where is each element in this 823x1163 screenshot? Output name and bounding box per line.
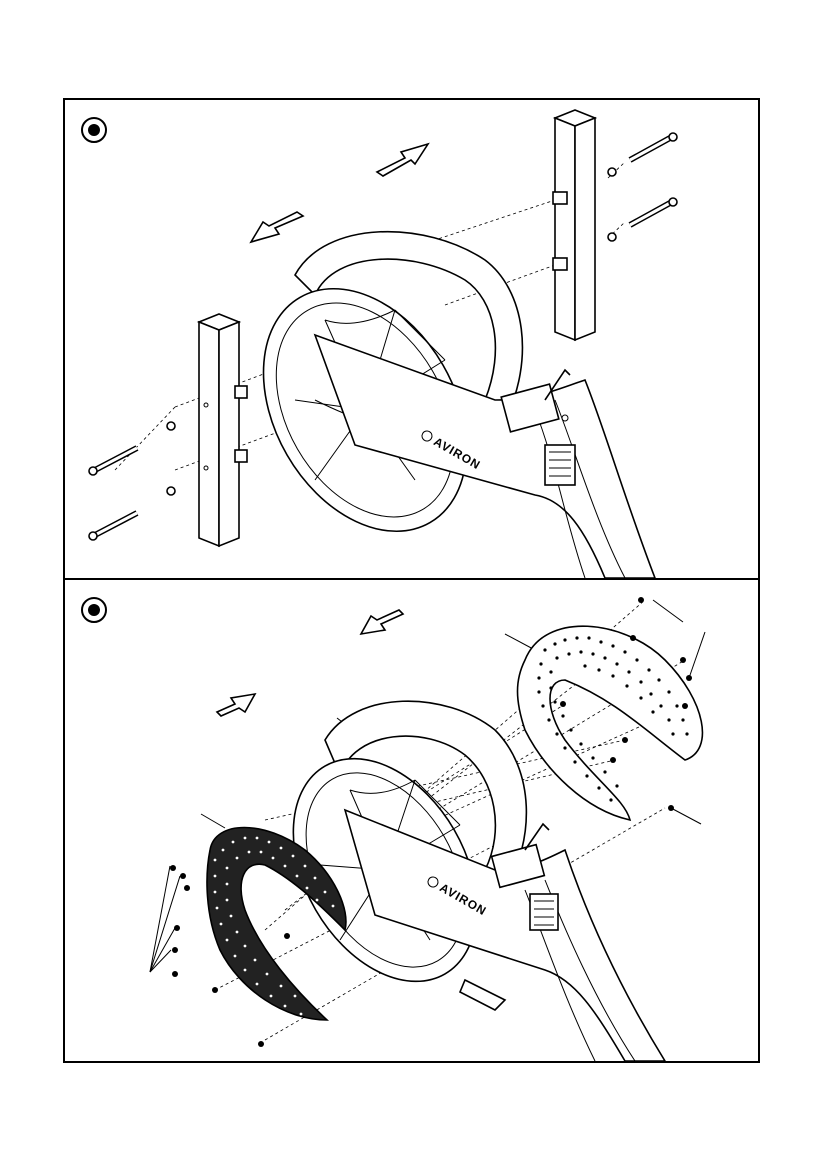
screw-icon — [258, 1041, 264, 1047]
screw-icon — [668, 805, 674, 811]
screw-icon — [172, 947, 178, 953]
assembly-step-panel-bottom: AVIRON — [65, 580, 758, 1061]
screw-icon — [284, 933, 290, 939]
assembly-step-panel-top: AVIRON — [65, 100, 758, 578]
direction-arrow-icon — [217, 694, 255, 716]
assembly-illustration-top: AVIRON — [65, 100, 758, 578]
screw-icon — [170, 865, 176, 871]
screw-icon — [610, 757, 616, 763]
screw-icon — [172, 971, 178, 977]
bolt-icon — [608, 133, 677, 176]
screw-icon — [682, 703, 688, 709]
front-support-post — [199, 314, 247, 546]
rear-support-post — [553, 110, 595, 340]
screw-icon — [212, 987, 218, 993]
bolt-icon — [89, 422, 175, 475]
screw-icon — [560, 701, 566, 707]
screw-icon — [680, 657, 686, 663]
bolt-icon — [608, 198, 677, 241]
screw-icon — [686, 675, 692, 681]
screw-icon — [622, 737, 628, 743]
direction-arrow-icon — [251, 212, 303, 242]
screw-icon — [630, 635, 636, 641]
screw-icon — [174, 925, 180, 931]
bolt-icon — [89, 487, 175, 540]
screw-icon — [180, 873, 186, 879]
footrest — [545, 445, 575, 485]
direction-arrow-icon — [361, 610, 403, 634]
assembly-illustration-bottom: AVIRON — [65, 580, 758, 1061]
direction-arrow-icon — [377, 144, 428, 176]
right-fan-cover — [518, 626, 703, 820]
screw-icon — [184, 885, 190, 891]
screw-icon — [638, 597, 644, 603]
